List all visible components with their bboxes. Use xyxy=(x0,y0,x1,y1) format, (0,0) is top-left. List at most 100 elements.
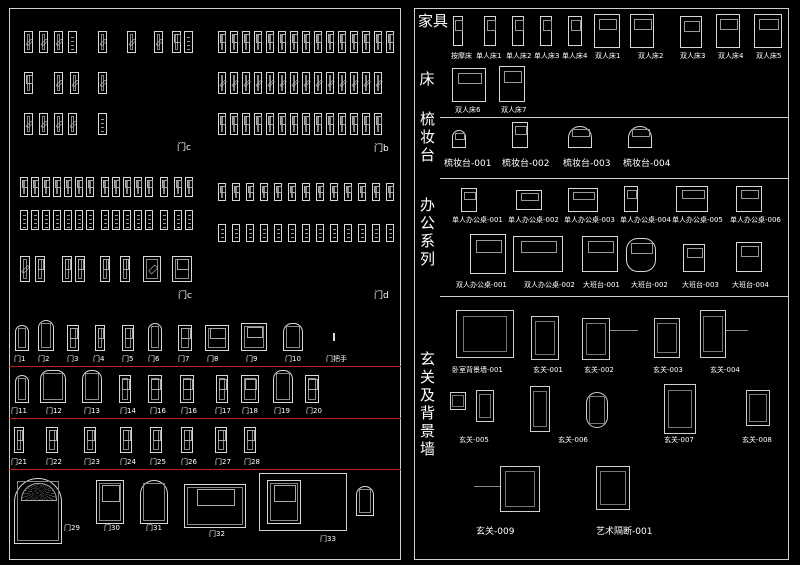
door-drawing xyxy=(86,177,94,197)
door-drawing xyxy=(330,224,338,242)
door-drawing xyxy=(314,31,322,53)
door-drawing xyxy=(154,31,163,53)
door-drawing xyxy=(145,210,153,230)
door-label: 门33 xyxy=(320,535,336,543)
dresser-label: 梳妆台-004 xyxy=(623,159,671,169)
door-drawing xyxy=(326,31,334,53)
door-drawing xyxy=(127,31,136,53)
door-label: 门13 xyxy=(84,407,100,415)
door-drawing xyxy=(374,72,382,94)
door-drawing xyxy=(374,113,382,135)
entry-label: 玄关-008 xyxy=(742,436,772,444)
entry-label: 艺术隔断-001 xyxy=(596,527,653,537)
door-label: 门32 xyxy=(209,530,225,538)
desk-drawing xyxy=(513,236,563,272)
door-drawing xyxy=(350,31,358,53)
door-drawing xyxy=(184,484,246,528)
door-drawing xyxy=(53,210,61,230)
category-office: 办公系列 xyxy=(420,196,436,268)
door-drawing xyxy=(148,375,162,403)
dresser-drawing xyxy=(628,126,652,148)
bed-label: 双人床5 xyxy=(756,52,782,60)
door-drawing xyxy=(218,113,226,135)
door-label: 门16 xyxy=(150,407,166,415)
bed-drawing xyxy=(680,16,702,48)
desk-label: 大班台-001 xyxy=(583,281,620,289)
door-drawing xyxy=(288,224,296,242)
category-entry: 玄关及背景墙 xyxy=(420,350,436,458)
door-drawing xyxy=(185,177,193,197)
door-drawing xyxy=(42,177,50,197)
door-drawing xyxy=(362,113,370,135)
door-drawing xyxy=(123,210,131,230)
door-label: 门16 xyxy=(181,407,197,415)
desk-drawing xyxy=(626,238,656,272)
door-drawing xyxy=(274,224,282,242)
entry-label: 玄关-009 xyxy=(476,527,515,537)
door-drawing xyxy=(242,113,250,135)
category-label: 玄关及背景墙 xyxy=(420,350,436,458)
door-drawing xyxy=(150,427,162,453)
door-drawing xyxy=(39,113,48,135)
entry-label: 玄关-005 xyxy=(459,436,489,444)
wall-elevation-drawing xyxy=(664,384,696,434)
dimension-line xyxy=(610,330,638,331)
door-drawing xyxy=(134,177,142,197)
door-drawing xyxy=(316,224,324,242)
desk-label: 大班台-004 xyxy=(732,281,769,289)
wall-elevation-drawing xyxy=(500,466,540,512)
door-drawing xyxy=(120,256,130,282)
desk-label: 双人办公桌-001 xyxy=(456,281,507,289)
door-label: 门18 xyxy=(242,407,258,415)
block-label: 门d xyxy=(374,291,389,301)
bed-drawing xyxy=(568,16,582,46)
block-label: 门c xyxy=(177,143,191,153)
door-drawing xyxy=(39,31,48,53)
door-drawing xyxy=(40,370,66,403)
wall-elevation-drawing xyxy=(476,390,494,422)
dresser-label: 梳妆台-002 xyxy=(502,159,550,169)
door-label: 门3 xyxy=(67,355,79,363)
wall-elevation-drawing xyxy=(586,392,608,428)
door-drawing xyxy=(54,72,63,94)
category-bed: 床 xyxy=(418,70,436,88)
door-drawing xyxy=(98,113,107,135)
door-drawing xyxy=(68,31,77,53)
door-drawing-frame xyxy=(259,473,347,531)
bed-drawing xyxy=(499,66,525,102)
door-drawing xyxy=(218,72,226,94)
door-drawing xyxy=(230,31,238,53)
door-drawing xyxy=(274,183,282,201)
bed-drawing xyxy=(754,14,782,48)
door-drawing xyxy=(344,224,352,242)
door-drawing xyxy=(230,72,238,94)
dimension-line xyxy=(726,330,748,331)
door-drawing xyxy=(267,480,301,524)
dresser-label: 梳妆台-003 xyxy=(563,159,611,169)
bed-drawing xyxy=(594,14,620,48)
dimension-line xyxy=(474,486,500,487)
door-label: 门6 xyxy=(148,355,160,363)
door-label: 门27 xyxy=(215,458,231,466)
door-drawing xyxy=(230,113,238,135)
dresser-drawing xyxy=(568,126,592,148)
door-drawing xyxy=(302,113,310,135)
entry-label: 玄关-003 xyxy=(653,366,683,374)
door-drawing xyxy=(15,325,29,351)
door-drawing xyxy=(148,323,162,351)
door-drawing xyxy=(386,31,394,53)
door-drawing xyxy=(185,210,193,230)
door-fanlight xyxy=(21,483,57,501)
door-drawing xyxy=(326,113,334,135)
door-drawing xyxy=(314,72,322,94)
wall-elevation-drawing xyxy=(530,386,550,432)
section-divider xyxy=(440,117,789,118)
door-drawing xyxy=(290,72,298,94)
door-drawing xyxy=(241,323,267,351)
door-drawing xyxy=(266,72,274,94)
entry-label: 玄关-007 xyxy=(664,436,694,444)
door-drawing xyxy=(372,183,380,201)
door-drawing xyxy=(372,224,380,242)
door-drawing xyxy=(302,72,310,94)
door-drawing xyxy=(290,31,298,53)
